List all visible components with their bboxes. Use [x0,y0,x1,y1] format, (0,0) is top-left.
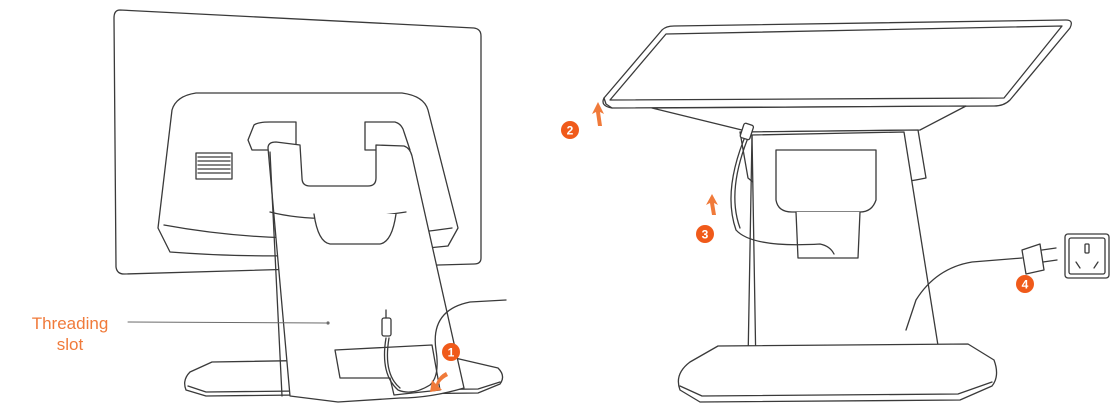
step-badge-3-text: 3 [702,228,709,242]
cable-connector [382,318,391,336]
display-slab [603,20,1071,108]
step-badge-4-text: 4 [1022,278,1029,292]
step-badge-4: 4 [1015,274,1035,294]
step-badge-2-text: 2 [567,124,574,138]
power-plug [1022,244,1057,274]
step-badge-1: 1 [441,342,461,362]
arrow-step-3 [706,194,718,215]
step-badge-3: 3 [695,224,715,244]
threading-slot-label-line1: Threading [18,313,122,334]
stand-base-right [678,344,996,402]
step-badge-2: 2 [560,120,580,140]
step-badge-1-text: 1 [448,346,455,360]
tilted-display-figure [603,20,1109,402]
vent-grille [196,153,232,179]
wall-socket [1065,234,1109,278]
threading-slot-label-line2: slot [18,334,122,355]
arrow-step-2 [592,102,604,126]
threading-slot-label: Threading slot [18,313,122,355]
